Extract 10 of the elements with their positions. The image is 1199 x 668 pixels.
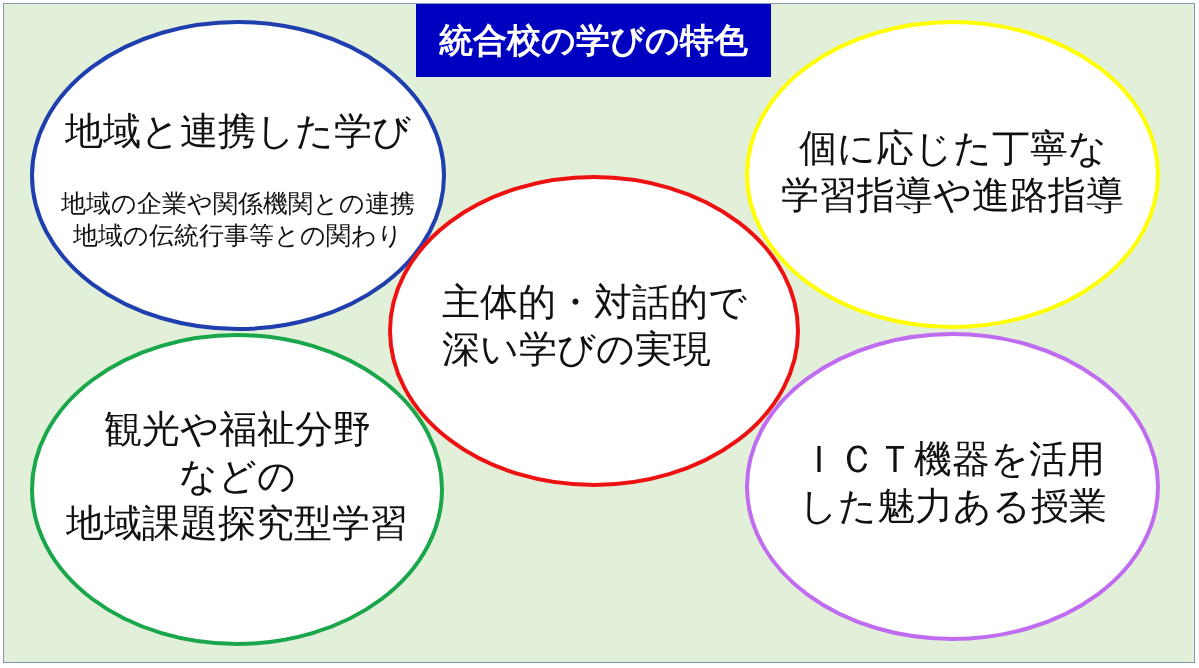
detail-text: 地域の伝統行事等との関わり [73,219,403,252]
detail-text: 地域の企業や関係機関との連携 [61,187,415,220]
node-text: 地域と連携した学び [65,107,411,155]
ellipse [30,333,444,646]
title-banner: 統合校の学びの特色 [416,4,771,77]
node-text: 個に応じた丁寧な学習指導や進路指導 [781,124,1124,219]
node-text: 観光や福祉分野などの地域課題探究型学習 [66,406,408,547]
node-text: 主体的・対話的で深い学びの実現 [441,279,747,373]
ellipse [745,332,1160,641]
node-text: ＩＣＴ機器を活用した魅力ある授業 [798,435,1107,530]
